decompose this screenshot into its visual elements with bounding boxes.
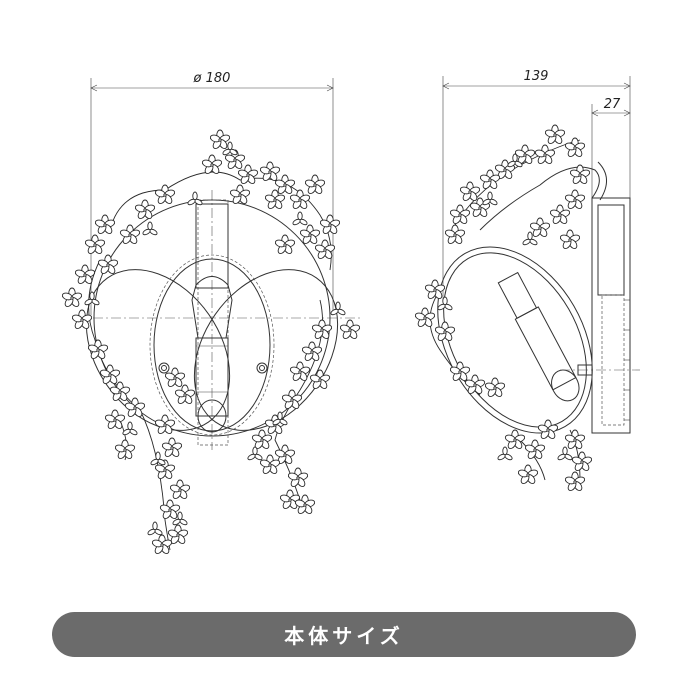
- base-depth-dimension: 27: [591, 97, 631, 200]
- flower-icon: [304, 174, 326, 196]
- flower-icon: [537, 419, 559, 441]
- flower-icon: [161, 437, 183, 459]
- flower-icon: [169, 479, 191, 501]
- flower-icon: [311, 319, 333, 341]
- flower-icon: [289, 361, 311, 383]
- leaf-icon: [246, 446, 264, 462]
- flower-icon: [564, 137, 586, 159]
- leaf-icon: [436, 296, 454, 312]
- flower-icon: [99, 364, 121, 386]
- base-depth-label: 27: [604, 97, 621, 112]
- flower-icon: [529, 217, 551, 239]
- flower-icon: [564, 429, 586, 451]
- leaf-icon: [329, 301, 347, 317]
- flower-icon: [154, 184, 176, 206]
- front-flowers: [61, 129, 361, 556]
- flower-icon: [97, 254, 119, 276]
- flower-icon: [274, 234, 296, 256]
- front-view: ø 180: [75, 71, 360, 551]
- depth-dimension: 139: [442, 69, 631, 300]
- leaf-icon: [291, 211, 309, 227]
- flower-icon: [319, 214, 341, 236]
- section-label-bar: 本体サイズ: [52, 612, 636, 657]
- leaf-icon: [186, 191, 204, 207]
- flower-icon: [159, 499, 181, 521]
- flower-icon: [459, 181, 481, 203]
- flower-icon: [109, 381, 131, 403]
- flower-icon: [534, 144, 556, 166]
- flower-icon: [339, 319, 361, 341]
- section-label: 本体サイズ: [284, 624, 404, 648]
- flower-icon: [564, 471, 586, 493]
- flower-icon: [484, 377, 506, 399]
- flower-icon: [571, 451, 593, 473]
- flower-icon: [544, 124, 566, 146]
- flower-icon: [559, 229, 581, 251]
- flower-icon: [414, 307, 436, 329]
- leaf-icon: [83, 291, 101, 307]
- flower-icon: [61, 287, 83, 309]
- flower-icon: [281, 389, 303, 411]
- flower-icon: [449, 361, 471, 383]
- leaf-icon: [146, 521, 164, 537]
- flower-icon: [114, 439, 136, 461]
- flower-icon: [287, 467, 309, 489]
- depth-label: 139: [524, 69, 549, 84]
- flower-icon: [87, 339, 109, 361]
- flower-icon: [289, 189, 311, 211]
- flower-icon: [314, 239, 336, 261]
- flower-icon: [444, 224, 466, 246]
- flower-icon: [94, 214, 116, 236]
- flower-icon: [154, 414, 176, 436]
- diameter-dimension: ø 180: [90, 71, 334, 315]
- flower-icon: [549, 204, 571, 226]
- leaf-icon: [496, 446, 514, 462]
- flower-icon: [479, 169, 501, 191]
- leaf-icon: [556, 446, 574, 462]
- product-dimension-drawing: ø 180: [61, 69, 640, 556]
- flower-icon: [119, 224, 141, 246]
- flower-icon: [71, 309, 93, 331]
- flower-icon: [74, 264, 96, 286]
- side-flowers: [414, 124, 593, 493]
- flower-icon: [434, 321, 456, 343]
- leaf-icon: [481, 191, 499, 207]
- flower-icon: [517, 464, 539, 486]
- flower-icon: [309, 369, 331, 391]
- leaf-icon: [141, 221, 159, 237]
- flower-icon: [524, 439, 546, 461]
- leaf-icon: [121, 421, 139, 437]
- flower-icon: [209, 129, 231, 151]
- flower-icon: [84, 234, 106, 256]
- flower-icon: [134, 199, 156, 221]
- flower-icon: [564, 189, 586, 211]
- flower-icon: [151, 534, 173, 556]
- flower-icon: [504, 429, 526, 451]
- diameter-label: ø 180: [193, 71, 231, 86]
- flower-icon: [174, 384, 196, 406]
- side-view: 139 27: [429, 69, 640, 481]
